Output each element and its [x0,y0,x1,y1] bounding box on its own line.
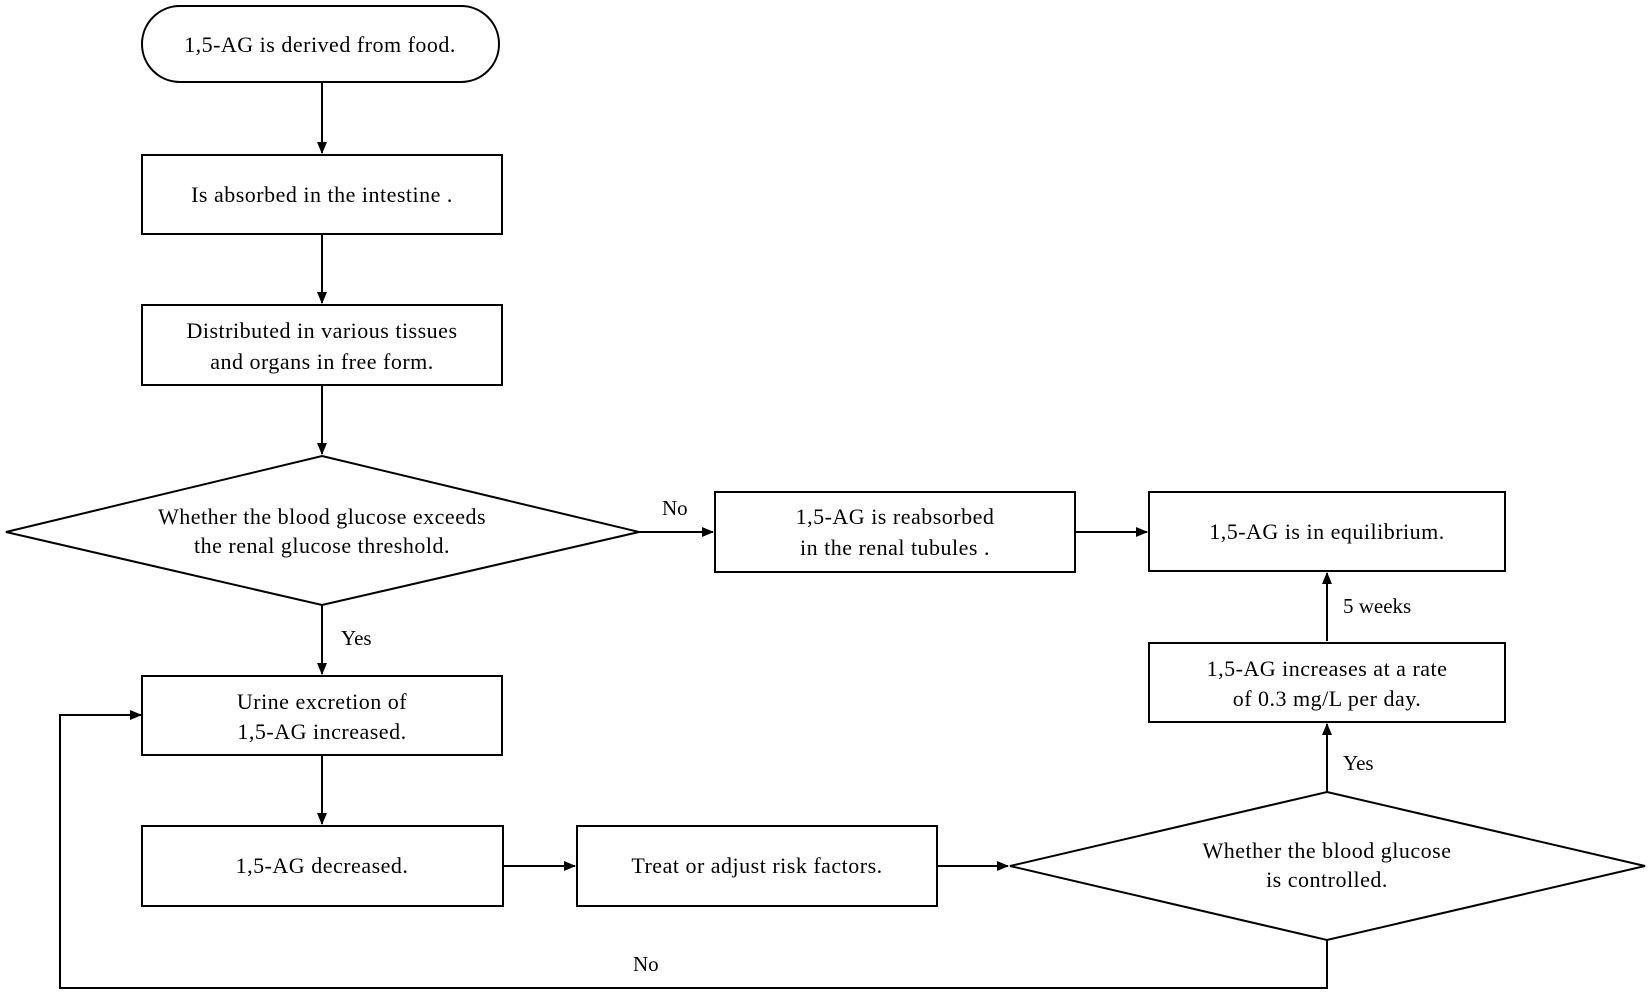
node-decision-threshold-shape [5,454,640,607]
edges [59,82,1332,989]
node-reabsorbed-label-line2: in the renal tubules . [800,535,990,560]
edge-label-threshold-yes: Yes [341,626,372,650]
node-excretion-shape [141,675,503,756]
edge-label-controlled-yes: Yes [1343,751,1374,775]
node-start-label: 1,5-AG is derived from food. [184,32,456,57]
node-treat-shape [576,825,938,907]
edge-label-weeks: 5 weeks [1343,594,1411,618]
node-decision-threshold: Whether the blood glucose exceeds the re… [5,454,640,607]
node-decreased-label: 1,5-AG decreased. [236,853,409,878]
node-absorbed: Is absorbed in the intestine . [141,154,503,235]
edge-labels: No Yes 5 weeks Yes No [341,496,1411,976]
node-treat: Treat or adjust risk factors. [576,825,938,907]
node-decision-controlled: Whether the blood glucose is controlled. [1009,790,1646,942]
node-reabsorbed-shape [714,491,1076,573]
node-equilibrium-shape [1148,491,1506,572]
node-decision-controlled-label-line2: is controlled. [1266,867,1388,892]
node-decision-threshold-label-line1: Whether the blood glucose exceeds [158,504,486,529]
node-increases-label-line2: of 0.3 mg/L per day. [1233,686,1422,711]
node-increases-shape [1148,642,1506,723]
node-distributed: Distributed in various tissues and organ… [141,304,503,386]
node-increases: 1,5-AG increases at a rate of 0.3 mg/L p… [1148,642,1506,723]
edge-label-threshold-no: No [662,496,688,520]
node-reabsorbed-label-line1: 1,5-AG is reabsorbed [796,504,995,529]
node-decreased-shape [141,825,504,907]
node-increases-label-line1: 1,5-AG increases at a rate [1207,656,1448,681]
node-decision-controlled-shape [1009,790,1646,942]
node-distributed-label-line1: Distributed in various tissues [186,318,457,343]
node-start-shape [141,5,500,83]
node-equilibrium: 1,5-AG is in equilibrium. [1148,491,1506,572]
node-absorbed-label: Is absorbed in the intestine . [191,182,453,207]
edge-controlled-no-loop-to-excretion [59,710,1328,989]
node-decision-threshold-label-line2: the renal glucose threshold. [194,533,450,558]
node-absorbed-shape [141,154,503,235]
node-start: 1,5-AG is derived from food. [141,5,500,83]
edge-label-controlled-no: No [633,952,659,976]
node-decision-controlled-label-line1: Whether the blood glucose [1203,838,1452,863]
node-distributed-label-line2: and organs in free form. [210,349,434,374]
node-decreased: 1,5-AG decreased. [141,825,504,907]
node-equilibrium-label: 1,5-AG is in equilibrium. [1209,519,1445,544]
node-excretion-label-line2: 1,5-AG increased. [237,719,406,744]
node-reabsorbed: 1,5-AG is reabsorbed in the renal tubule… [714,491,1076,573]
node-excretion-label-line1: Urine excretion of [237,689,407,714]
node-treat-label: Treat or adjust risk factors. [631,853,882,878]
node-distributed-shape [141,304,503,386]
node-excretion: Urine excretion of 1,5-AG increased. [141,675,503,756]
